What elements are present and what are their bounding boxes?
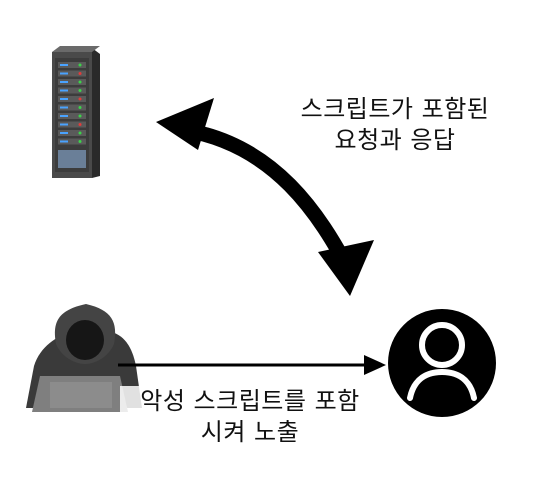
server-slot-indicator bbox=[60, 140, 68, 143]
server-slot-indicator bbox=[60, 115, 68, 117]
request-response-arrow bbox=[156, 98, 374, 296]
server-slot-indicator bbox=[60, 81, 68, 83]
server-led bbox=[78, 140, 82, 143]
injection-label: 악성 스크립트를 포함 시켜 노출 bbox=[120, 386, 380, 448]
user-avatar-icon bbox=[388, 309, 496, 417]
server-slot bbox=[58, 79, 86, 85]
server-slot bbox=[58, 96, 86, 102]
server-led bbox=[78, 114, 82, 118]
server-slot bbox=[58, 70, 86, 77]
server-rack-icon bbox=[52, 46, 100, 178]
server-led bbox=[78, 63, 82, 67]
server-slot bbox=[58, 113, 86, 119]
server-slot bbox=[58, 104, 86, 111]
injection-arrow bbox=[118, 355, 386, 375]
server-slot-indicator bbox=[60, 132, 68, 134]
server-slot-indicator bbox=[60, 89, 68, 92]
server-slot-indicator bbox=[60, 106, 68, 109]
server-slot bbox=[58, 62, 86, 68]
server-slot-indicator bbox=[60, 72, 68, 75]
request-response-label: 스크립트가 포함된 요청과 응답 bbox=[270, 94, 520, 156]
server-slot bbox=[58, 138, 86, 145]
server-led bbox=[78, 80, 82, 84]
server-led bbox=[78, 106, 82, 109]
injection-label-line1: 악성 스크립트를 포함 bbox=[140, 387, 360, 415]
server-slot-indicator bbox=[60, 98, 68, 100]
server-slot-indicator bbox=[60, 64, 68, 66]
server-led bbox=[78, 89, 82, 92]
injection-label-line2: 시켜 노출 bbox=[200, 418, 300, 446]
server-slot bbox=[58, 130, 86, 136]
server-slot-indicator bbox=[60, 123, 68, 126]
hooded-hacker-icon bbox=[26, 304, 142, 412]
server-led bbox=[78, 131, 82, 135]
server-led bbox=[78, 97, 82, 101]
request-response-label-line2: 요청과 응답 bbox=[334, 126, 456, 154]
server-led bbox=[78, 72, 82, 75]
server-slot bbox=[58, 87, 86, 94]
server-led bbox=[78, 123, 82, 126]
request-response-label-line1: 스크립트가 포함된 bbox=[300, 95, 490, 123]
server-slot bbox=[58, 121, 86, 128]
